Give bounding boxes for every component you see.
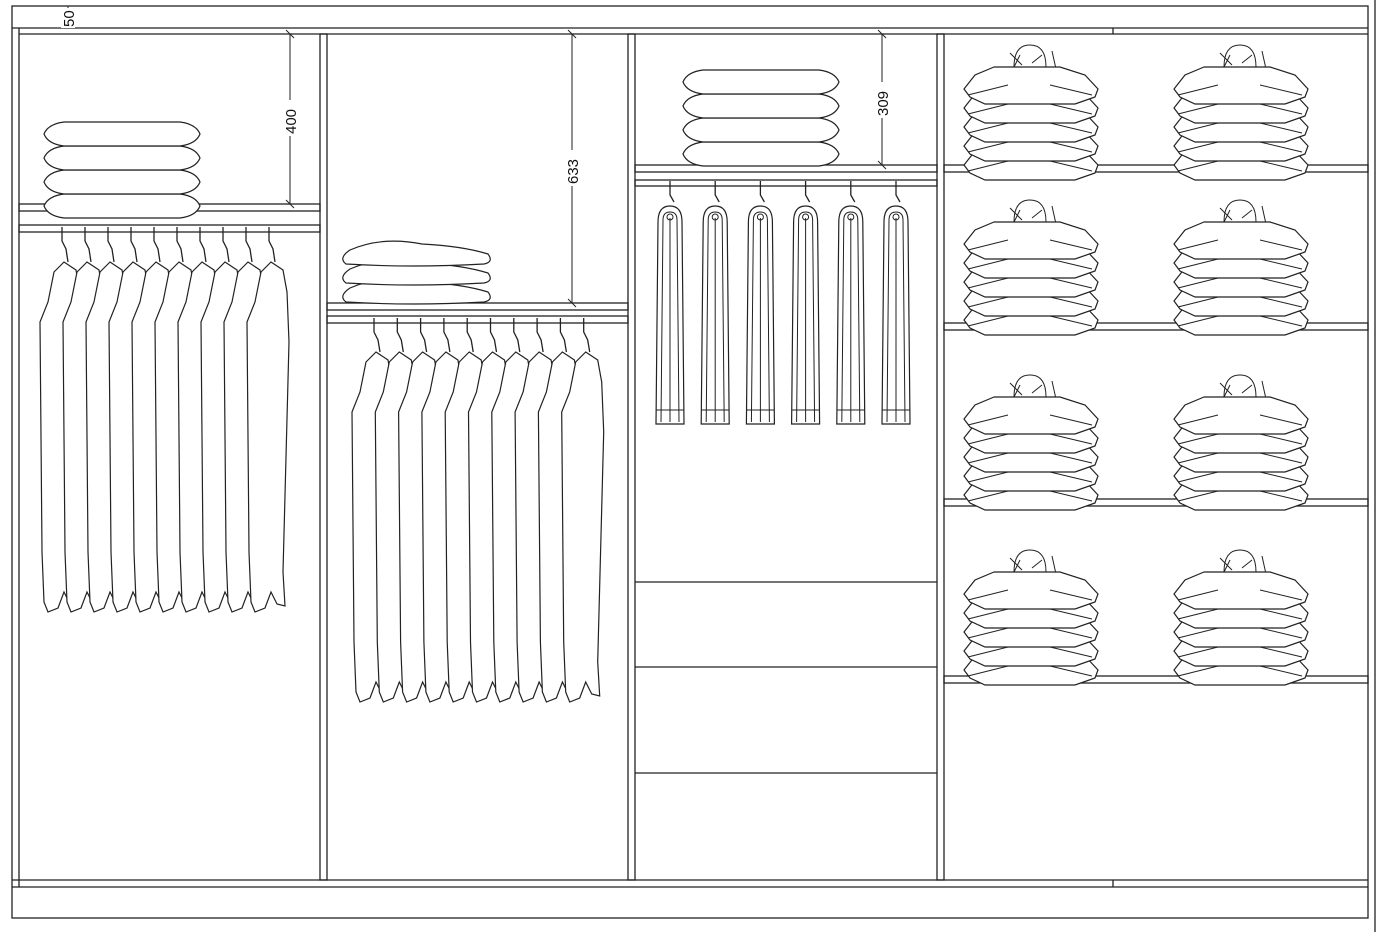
dimension-633: 633	[564, 29, 582, 308]
divider-panel	[319, 33, 328, 881]
dimension-lines: 50 400 633 309	[61, 6, 892, 308]
shelf	[943, 164, 1369, 173]
dimension-label: 309	[875, 91, 892, 116]
pillow-stack	[682, 69, 840, 167]
hanging-rail	[634, 179, 938, 187]
folded-shirt-stack	[1173, 44, 1309, 181]
divider-panel	[936, 33, 945, 881]
shelves	[18, 164, 1369, 774]
dimension-309: 309	[874, 29, 892, 170]
hanging-trousers	[655, 181, 911, 425]
folded-shirt-stack	[1173, 374, 1309, 511]
dimension-50: 50	[61, 6, 78, 28]
wardrobe-frame	[11, 0, 1376, 932]
dimension-label: 400	[283, 109, 300, 134]
hanging-rail	[18, 224, 321, 233]
folded-shirt-stack	[963, 549, 1099, 686]
folded-shirt-stack	[1173, 199, 1309, 336]
shelf	[943, 675, 1369, 684]
hanging-shirts	[351, 318, 605, 703]
dimension-label: 633	[565, 159, 582, 184]
folded-shirt-stack	[1173, 549, 1309, 686]
folded-shirt-stack	[963, 199, 1099, 336]
dimension-label: 50	[61, 10, 78, 27]
hanging-shirts	[39, 227, 290, 613]
folded-blanket-stack	[342, 240, 491, 305]
divider-panel	[627, 33, 636, 881]
dimension-400: 400	[282, 29, 300, 209]
pillow-stack	[43, 121, 201, 219]
stored-items	[39, 44, 1309, 703]
shelf	[326, 302, 629, 311]
folded-shirt-stack	[963, 374, 1099, 511]
folded-shirt-stack	[963, 44, 1099, 181]
shelf	[943, 498, 1369, 507]
shelf	[943, 322, 1369, 331]
hanging-rail	[326, 315, 629, 324]
